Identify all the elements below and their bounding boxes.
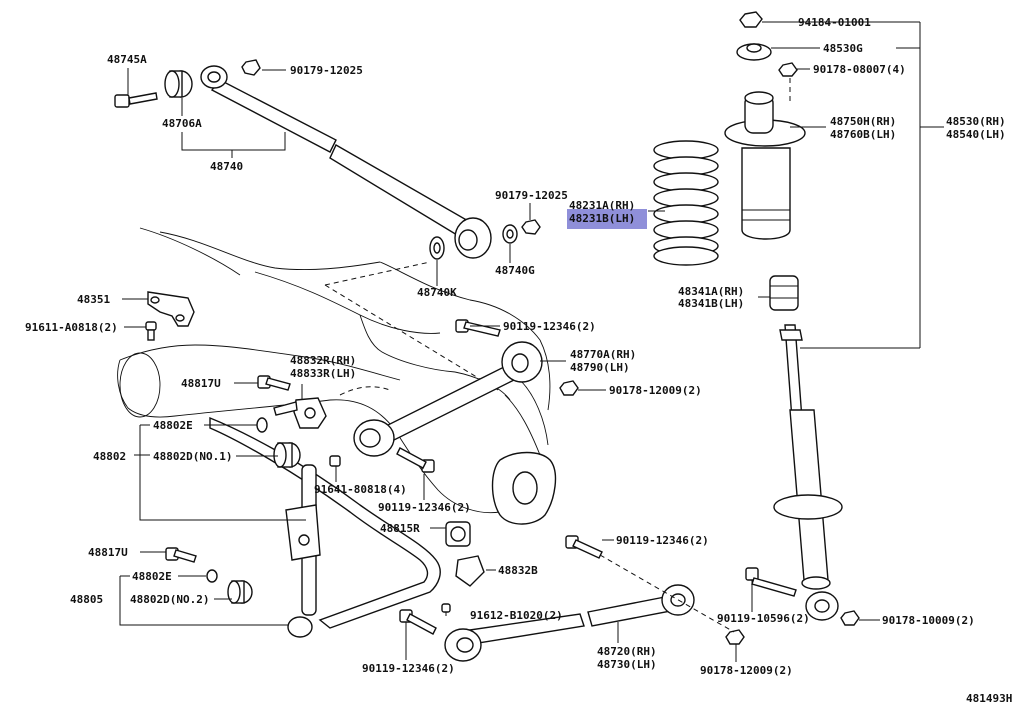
callout-90178-08007: 90178-08007(4) <box>813 63 906 76</box>
bolt-90119-12346-middle <box>396 447 435 473</box>
bolt-91641-80818 <box>329 455 341 467</box>
callout-90119-12346-right: 90119-12346(2) <box>616 534 709 547</box>
callout-48341b: 48341B(LH) <box>678 297 744 310</box>
bolt-90119-12346-lower-right <box>565 535 603 559</box>
bolt-90119-12346-upper <box>455 319 501 337</box>
bolt-90119-10596 <box>745 567 797 597</box>
callout-48817u-lower: 48817U <box>88 546 128 559</box>
callout-48231b: 48231B(LH) <box>569 212 635 225</box>
callout-48802e-lower: 48802E <box>132 570 172 583</box>
callout-48740: 48740 <box>210 160 243 173</box>
mount-48750h <box>724 91 806 240</box>
lower-arm-48720 <box>444 584 695 662</box>
callout-48706a: 48706A <box>162 117 202 130</box>
callout-48745a: 48745A <box>107 53 147 66</box>
bracket-48832b <box>455 555 485 587</box>
callout-48790: 48790(LH) <box>570 361 630 374</box>
bushing-48815r <box>445 521 471 547</box>
nut-90179-12025-upper-arm <box>521 219 541 235</box>
callout-48720: 48720(RH) <box>597 645 657 658</box>
shock-absorber <box>773 324 843 621</box>
bolt-48745a <box>114 92 158 108</box>
callout-48832r: 48832R(RH) <box>290 354 356 367</box>
bushing-48802d-no1 <box>273 442 301 468</box>
callout-90179-12025-top: 90179-12025 <box>290 64 363 77</box>
washer-48740g <box>502 224 518 244</box>
bolt-48817u-lower <box>165 547 197 563</box>
bushing-48802d-no2 <box>227 580 253 604</box>
knuckle <box>491 379 557 525</box>
bolt-48817u-upper <box>257 375 291 391</box>
callout-48802: 48802 <box>93 450 126 463</box>
nut-90178-12009-upper <box>559 380 579 396</box>
stabilizer-bar <box>209 416 441 638</box>
callout-94184-01001: 94184-01001 <box>798 16 871 29</box>
callout-90178-12009-lower: 90178-12009(2) <box>700 664 793 677</box>
callout-90178-12009-upper: 90178-12009(2) <box>609 384 702 397</box>
link-rod-48802 <box>285 464 321 616</box>
callout-48832b: 48832B <box>498 564 538 577</box>
callout-48341a: 48341A(RH) <box>678 285 744 298</box>
callout-91641-80818: 91641-80818(4) <box>314 483 407 496</box>
callout-48817u-upper: 48817U <box>181 377 221 390</box>
callout-48740k: 48740K <box>417 286 457 299</box>
callout-90178-10009: 90178-10009(2) <box>882 614 975 627</box>
callout-48530: 48530(RH) <box>946 115 1006 128</box>
bolt-91612-b1020 <box>441 603 451 613</box>
callout-91611-a0818: 91611-A0818(2) <box>25 321 118 334</box>
callout-48740g: 48740G <box>495 264 535 277</box>
nut-90178-12009-lower <box>725 629 745 645</box>
callout-48802d-no2: 48802D(NO.2) <box>130 593 209 606</box>
callout-48730: 48730(LH) <box>597 658 657 671</box>
retainer-48530g <box>736 43 772 61</box>
washer-48802e-upper <box>256 417 268 433</box>
link-48832r <box>273 397 327 429</box>
nut-90178-10009 <box>840 610 860 626</box>
callout-90119-12346-upper: 90119-12346(2) <box>503 320 596 333</box>
callout-48540: 48540(LH) <box>946 128 1006 141</box>
bracket-48351 <box>147 291 195 327</box>
leader-lines <box>119 21 944 662</box>
callout-48833r: 48833R(LH) <box>290 367 356 380</box>
callout-48770a: 48770A(RH) <box>570 348 636 361</box>
callout-48805: 48805 <box>70 593 103 606</box>
callout-48750h: 48750H(RH) <box>830 115 896 128</box>
callout-48802e-upper: 48802E <box>153 419 193 432</box>
callout-91612-b1020: 91612-B1020(2) <box>470 609 563 622</box>
callout-48231a: 48231A(RH) <box>569 199 635 212</box>
callout-labels: 48745A 48706A 48740 90179-12025 90179-12… <box>25 16 1012 705</box>
bolt-91611-a0818 <box>145 321 157 341</box>
callout-90119-10596: 90119-10596(2) <box>717 612 810 625</box>
nut-90178-08007 <box>778 62 798 77</box>
callout-48760b: 48760B(LH) <box>830 128 896 141</box>
upper-arm-48740 <box>200 65 492 259</box>
callout-48815r: 48815R <box>380 522 420 535</box>
callout-48351: 48351 <box>77 293 110 306</box>
callout-90179-12025: 90179-12025 <box>495 189 568 202</box>
bolt-90119-12346-lower-left <box>399 609 437 635</box>
callout-48530g: 48530G <box>823 42 863 55</box>
coil-spring <box>653 140 719 266</box>
nut-90179-12025-top <box>241 59 261 76</box>
nut-94184-01001 <box>739 11 763 28</box>
bushing-48706a <box>164 70 193 98</box>
washer-48802e-lower <box>206 569 218 583</box>
highlighted-part-box <box>567 209 647 229</box>
callout-90119-12346-middle: 90119-12346(2) <box>378 501 471 514</box>
bump-stop-48341a <box>769 275 799 311</box>
washer-48740k <box>429 236 445 260</box>
diagram-code: 481493H <box>966 692 1012 705</box>
callout-90119-12346-lower: 90119-12346(2) <box>362 662 455 675</box>
callout-48802d-no1: 48802D(NO.1) <box>153 450 232 463</box>
lateral-arm-48770a <box>353 341 543 457</box>
